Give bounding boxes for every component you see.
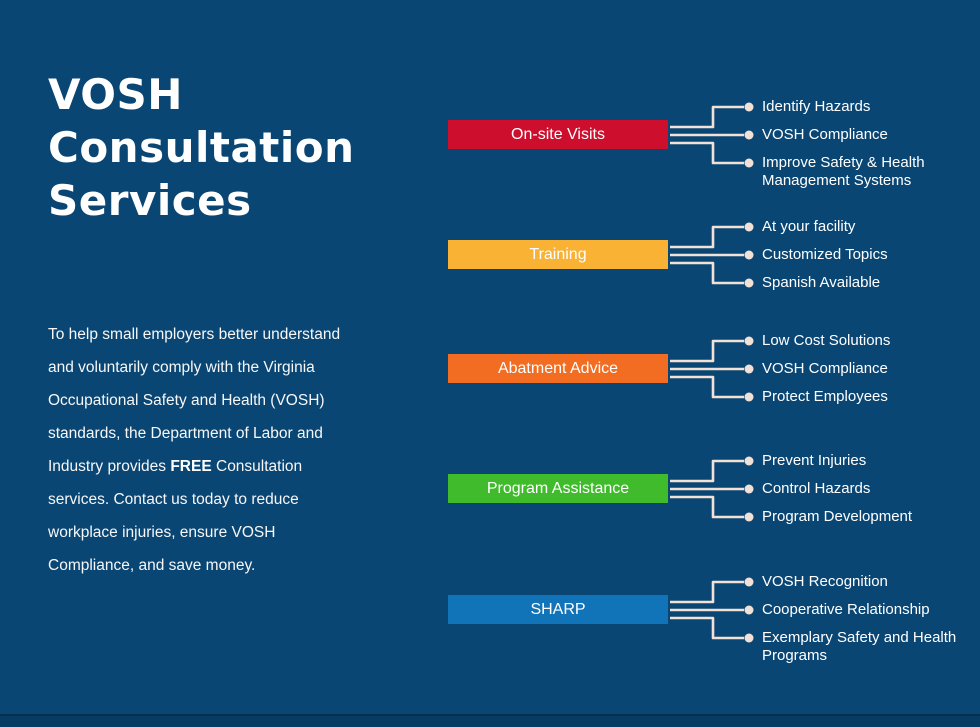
page-title: VOSH Consultation Services [48, 70, 355, 225]
category-group-training: Training At your facility Customized Top… [448, 210, 980, 300]
bullet-label: Exemplary Safety and Health Programs [762, 629, 957, 664]
bullet-label: Customized Topics [762, 246, 888, 263]
category-box-program-assistance: Program Assistance [448, 474, 668, 503]
intro-text-after: Consultation services. Contact us today … [48, 457, 303, 574]
bullet-label: At your facility [762, 218, 856, 235]
bullet-dot [744, 512, 754, 522]
bullet-dot [744, 392, 754, 402]
bullet-dot [744, 222, 754, 232]
bullet-label: Spanish Available [762, 274, 881, 291]
category-box-sharp: SHARP [448, 595, 668, 624]
bullet-dot [744, 102, 754, 112]
connector-lines-icon [670, 456, 754, 522]
bullet-dot [744, 158, 754, 168]
category-group-sharp: SHARP VOSH Recognition Cooperative Relat… [448, 565, 980, 664]
bullet-dot [744, 484, 754, 494]
connector-lines-icon [670, 577, 754, 643]
bullet-dot [744, 577, 754, 587]
bullet-label: Prevent Injuries [762, 452, 867, 469]
bullet-dot [744, 278, 754, 288]
bullet-label: Improve Safety & Health Management Syste… [762, 154, 925, 189]
intro-text-free: FREE [170, 457, 212, 475]
bullet-label: VOSH Recognition [762, 573, 888, 590]
connector-lines-icon [670, 102, 754, 168]
category-group-program-assistance: Program Assistance Prevent Injuries Cont… [448, 444, 980, 534]
bullet-dot [744, 605, 754, 615]
bullet-label: Identify Hazards [762, 98, 871, 115]
bullet-label: Program Development [762, 508, 913, 525]
category-group-onsite-visits: On-site Visits Identify Hazards VOSH Com… [448, 90, 980, 189]
bullet-label: Cooperative Relationship [762, 601, 930, 618]
bullet-dot [744, 364, 754, 374]
bullet-label: Protect Employees [762, 388, 888, 405]
bullet-dot [744, 633, 754, 643]
bullet-dot [744, 250, 754, 260]
bullet-label: VOSH Compliance [762, 360, 888, 377]
footer-strip [0, 714, 980, 727]
category-group-abatment-advice: Abatment Advice Low Cost Solutions VOSH … [448, 324, 980, 414]
bullet-label: Low Cost Solutions [762, 332, 891, 349]
intro-text-before: To help small employers better understan… [48, 325, 341, 475]
category-box-onsite-visits: On-site Visits [448, 120, 668, 149]
connector-lines-icon [670, 222, 754, 288]
category-box-abatment-advice: Abatment Advice [448, 354, 668, 383]
bullet-dot [744, 130, 754, 140]
bullet-dot [744, 336, 754, 346]
bullet-dot [744, 456, 754, 466]
intro-paragraph: To help small employers better understan… [48, 318, 342, 582]
bullet-label: Control Hazards [762, 480, 871, 497]
category-box-training: Training [448, 240, 668, 269]
connector-lines-icon [670, 336, 754, 402]
bullet-label: VOSH Compliance [762, 126, 888, 143]
